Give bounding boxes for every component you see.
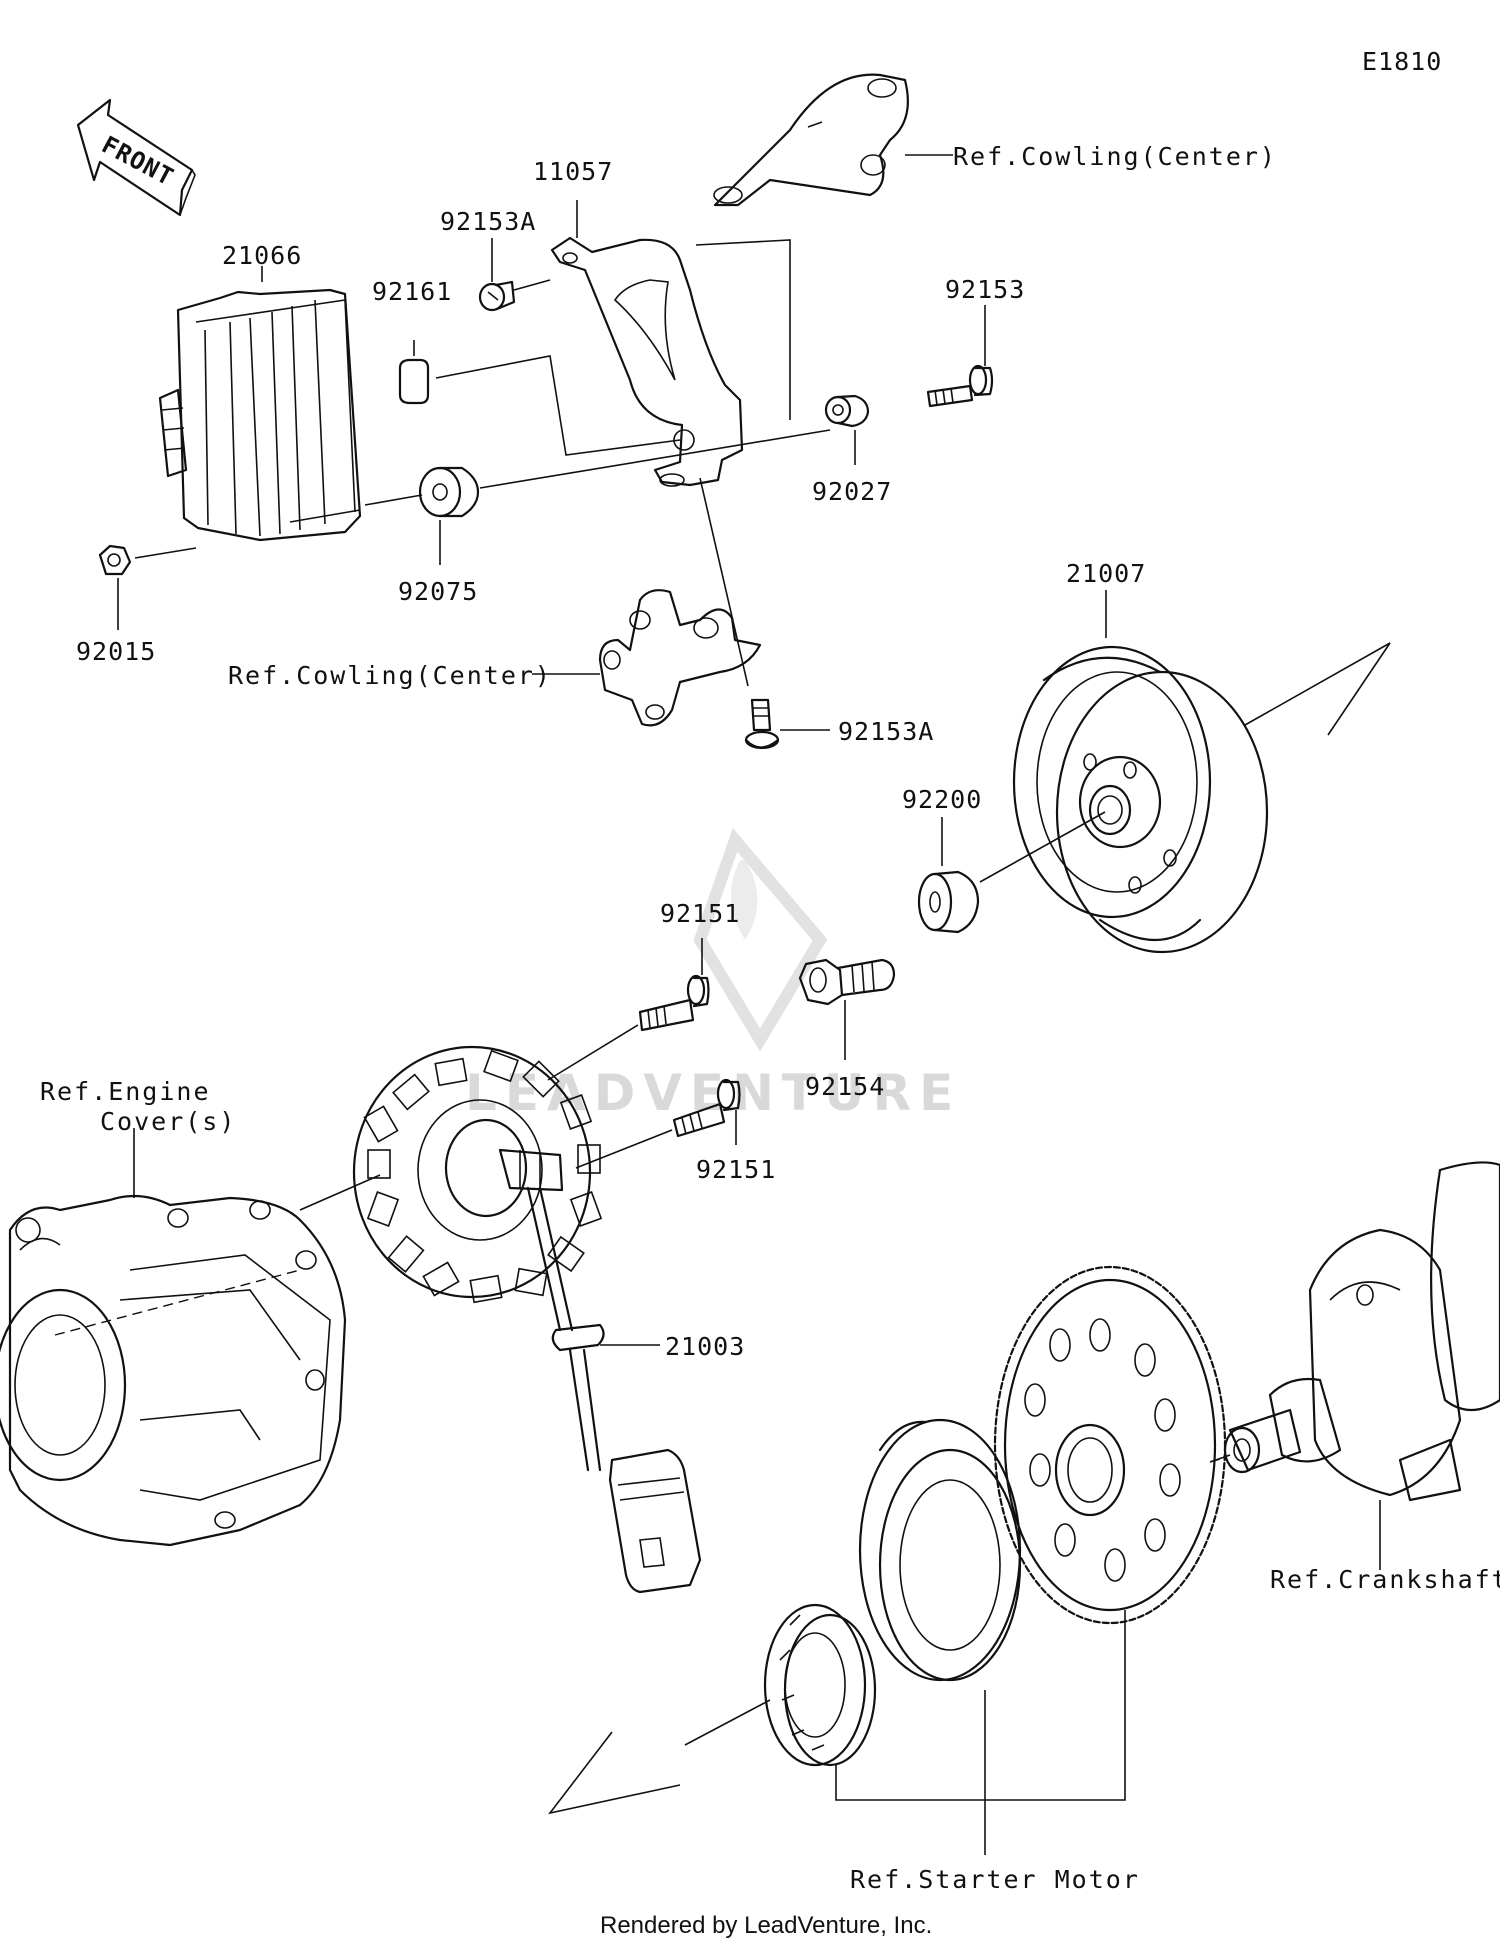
part-21007-rotor xyxy=(1012,645,1269,954)
label-92200: 92200 xyxy=(902,785,982,814)
front-label: FRONT xyxy=(97,131,178,192)
label-92153A-top: 92153A xyxy=(440,207,536,236)
footer-text: Rendered by LeadVenture, Inc. xyxy=(600,1912,932,1938)
ref-cowling-mid: Ref.Cowling(Center) xyxy=(228,661,552,690)
part-21066-regulator xyxy=(158,288,362,542)
label-92153: 92153 xyxy=(945,275,1025,304)
crankshaft xyxy=(1223,1161,1500,1502)
part-92200-washer xyxy=(917,870,980,934)
part-92075-grommet xyxy=(418,466,480,518)
ref-starter-motor: Ref.Starter Motor xyxy=(850,1865,1140,1894)
diagram-code: E1810 xyxy=(1362,47,1442,76)
label-21007: 21007 xyxy=(1066,559,1146,588)
label-92027: 92027 xyxy=(812,477,892,506)
label-92151-top: 92151 xyxy=(660,899,740,928)
label-92015: 92015 xyxy=(76,637,156,666)
part-92161-collar xyxy=(398,358,430,405)
engine-cover xyxy=(0,1194,347,1547)
part-92151-top-bolt xyxy=(638,974,710,1032)
part-21003-stator xyxy=(352,1045,702,1594)
label-92154: 92154 xyxy=(805,1072,885,1101)
ref-cowling-top: Ref.Cowling(Center) xyxy=(953,142,1277,171)
label-92153A-bottom: 92153A xyxy=(838,717,934,746)
cowling-bracket-mid xyxy=(598,589,762,727)
label-21066: 21066 xyxy=(222,241,302,270)
starter-gear xyxy=(993,1265,1227,1625)
part-92027-collar xyxy=(824,394,870,428)
ref-crankshaft: Ref.Crankshaft xyxy=(1270,1565,1500,1594)
label-92161: 92161 xyxy=(372,277,452,306)
watermark: LEADVENTURE xyxy=(465,828,953,1122)
part-92154-bolt xyxy=(798,958,896,1006)
ref-engine-cover-line2: Cover(s) xyxy=(100,1107,236,1136)
part-92015-nut xyxy=(98,544,132,576)
label-92075: 92075 xyxy=(398,577,478,606)
front-arrow-icon: FRONT xyxy=(76,98,196,217)
cowling-bracket-top xyxy=(713,73,909,207)
part-92153-bolt xyxy=(926,364,994,408)
one-way-clutch xyxy=(763,1603,877,1767)
part-92153A-top-bolt xyxy=(478,280,516,312)
ref-engine-cover-line1: Ref.Engine xyxy=(40,1077,211,1106)
label-21003: 21003 xyxy=(665,1332,745,1361)
label-92151-bottom: 92151 xyxy=(696,1155,776,1184)
part-92153A-bottom-bolt xyxy=(744,698,780,750)
part-92151-bottom-bolt xyxy=(672,1078,741,1138)
starter-seal xyxy=(858,1418,1022,1682)
label-11057: 11057 xyxy=(533,157,613,186)
